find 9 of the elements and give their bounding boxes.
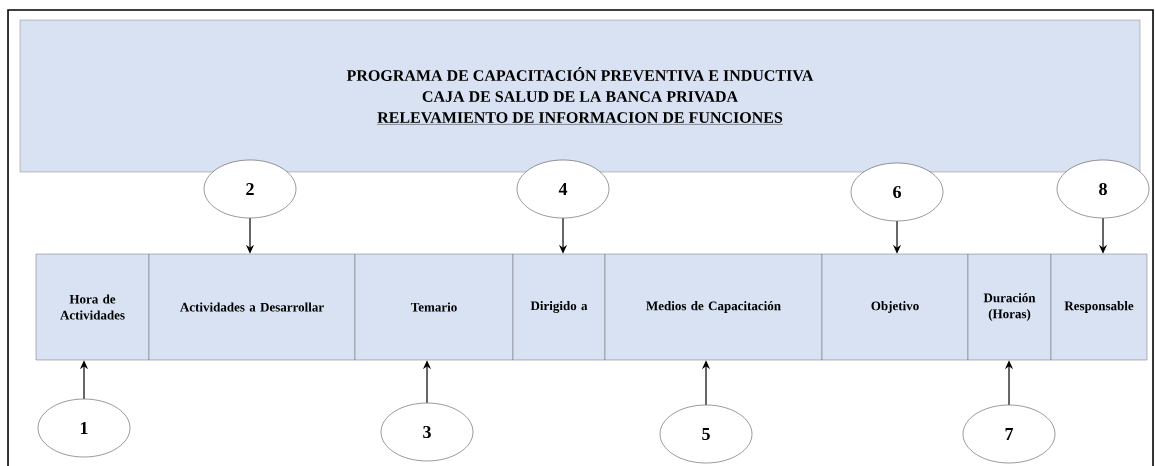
column-header-cell: Actividades a Desarrollar (148, 253, 356, 361)
column-header-cell: Hora de Actividades (35, 253, 150, 361)
column-header-cell: Responsable (1050, 253, 1148, 361)
column-header-cell: Dirigido a (512, 253, 606, 361)
column-header-cell: Objetivo (821, 253, 969, 361)
column-header-cell: Temario (354, 253, 514, 361)
column-header-cell: Duración (Horas) (967, 253, 1052, 361)
title-banner: PROGRAMA DE CAPACITACIÓN PREVENTIVA E INDUCTIVA CAJA DE SALUD DE LA BANCA PRIVADA RELEVAMIENTO DE INFORMACION DE FUNCIONES (19, 19, 1141, 173)
node-label: 8 (1099, 182, 1107, 196)
